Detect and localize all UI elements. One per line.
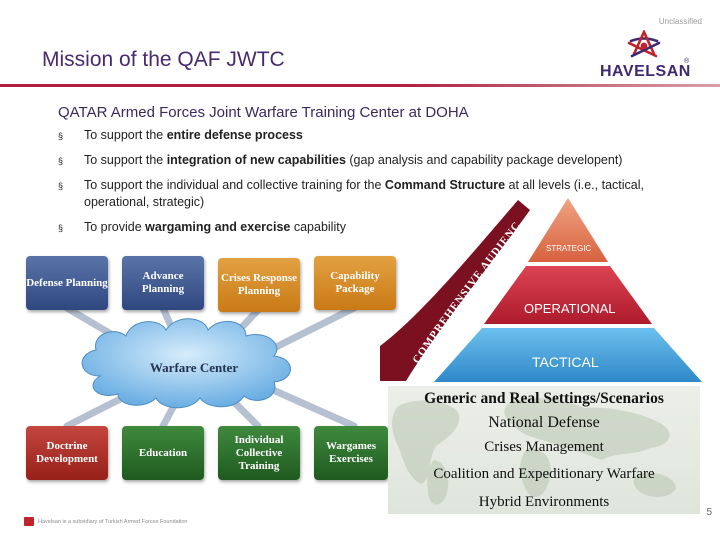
bullet-text: To support the individual and collective… (84, 178, 385, 192)
title-divider (0, 84, 720, 87)
arc-band (380, 200, 530, 381)
logo-registered-mark: ® (684, 58, 690, 65)
level-strategic-label: STRATEGIC (546, 244, 592, 253)
bullet-item: § To support the integration of new capab… (58, 152, 698, 169)
box-crises-response-planning: Crises Response Planning (218, 258, 300, 312)
scenario-crises-management: Crises Management (484, 439, 604, 455)
level-operational-label: OPERATIONAL (524, 301, 616, 316)
classification-label: Unclassified (658, 17, 702, 26)
bullet-marker: § (58, 156, 64, 166)
warfare-center-diagram: Warfare Center Defense Planning Advance … (18, 250, 396, 482)
foundation-flag-icon (24, 517, 34, 526)
svg-text:COMPREHENSIVE AUDIENCE: COMPREHENSIVE AUDIENCE (380, 196, 523, 366)
bullet-item: § To support the individual and collectiv… (58, 177, 658, 211)
scenarios-panel: Generic and Real Settings/Scenarios Nati… (388, 386, 700, 514)
bullet-item: § To provide wargaming and exercise capab… (58, 219, 698, 236)
bullet-marker: § (58, 131, 64, 141)
pyramid-strategic-tier (528, 198, 608, 262)
bullet-text: (gap analysis and capability package dev… (345, 153, 623, 167)
pyramid-tactical-tier (434, 328, 702, 382)
pyramid-operational-tier (484, 266, 652, 324)
bullet-text: To support the (84, 128, 167, 142)
box-defense-planning: Defense Planning (26, 256, 108, 310)
box-wargames-exercises: Wargames Exercises (314, 426, 388, 480)
box-advance-planning: Advance Planning (122, 256, 204, 310)
training-level-pyramid (380, 198, 702, 382)
box-capability-package: Capability Package (314, 256, 396, 310)
scenario-hybrid-environments: Hybrid Environments (478, 494, 610, 510)
bullet-text: To support the (84, 153, 167, 167)
scenario-coalition-expeditionary: Coalition and Expeditionary Warfare (433, 466, 655, 482)
bullet-marker: § (58, 223, 64, 233)
section-subtitle: QATAR Armed Forces Joint Warfare Trainin… (58, 104, 469, 121)
mission-bullet-list: § To support the entire defense process §… (58, 127, 698, 244)
world-map-background (392, 398, 676, 505)
logo-wordmark: HAVELSAN (600, 63, 691, 80)
level-tactical-label: TACTICAL (532, 354, 599, 370)
bullet-text: capability (290, 220, 346, 234)
comprehensive-audience-label: COMPREHENSIVE AUDIENCE (380, 196, 523, 366)
box-doctrine-development: Doctrine Development (26, 426, 108, 480)
bullet-item: § To support the entire defense process (58, 127, 698, 144)
footer-note: Havelsan is a subsidiary of Turkish Arme… (38, 519, 188, 525)
bullet-marker: § (58, 181, 64, 191)
bullet-emphasis: entire defense process (166, 128, 303, 142)
warfare-center-label: Warfare Center (149, 360, 239, 375)
bullet-emphasis: Command Structure (384, 178, 506, 192)
warfare-center-cloud (81, 318, 291, 409)
box-education: Education (122, 426, 204, 480)
page-number: 5 (706, 507, 712, 518)
havelsan-star-icon (627, 30, 661, 58)
scenario-national-defense: National Defense (488, 414, 600, 431)
bullet-emphasis: integration of new capabilities (166, 153, 346, 167)
box-individual-collective-training: Individual Collective Training (218, 426, 300, 480)
diagram-connectors (63, 304, 358, 430)
bullet-text: To provide (84, 220, 146, 234)
havelsan-logo: HAVELSAN ® (598, 30, 698, 82)
scenarios-heading: Generic and Real Settings/Scenarios (424, 390, 664, 407)
bullet-emphasis: wargaming and exercise (145, 220, 291, 234)
page-title: Mission of the QAF JWTC (42, 48, 285, 71)
bullet-text: at all levels (i.e., tactical, operation… (84, 178, 644, 209)
